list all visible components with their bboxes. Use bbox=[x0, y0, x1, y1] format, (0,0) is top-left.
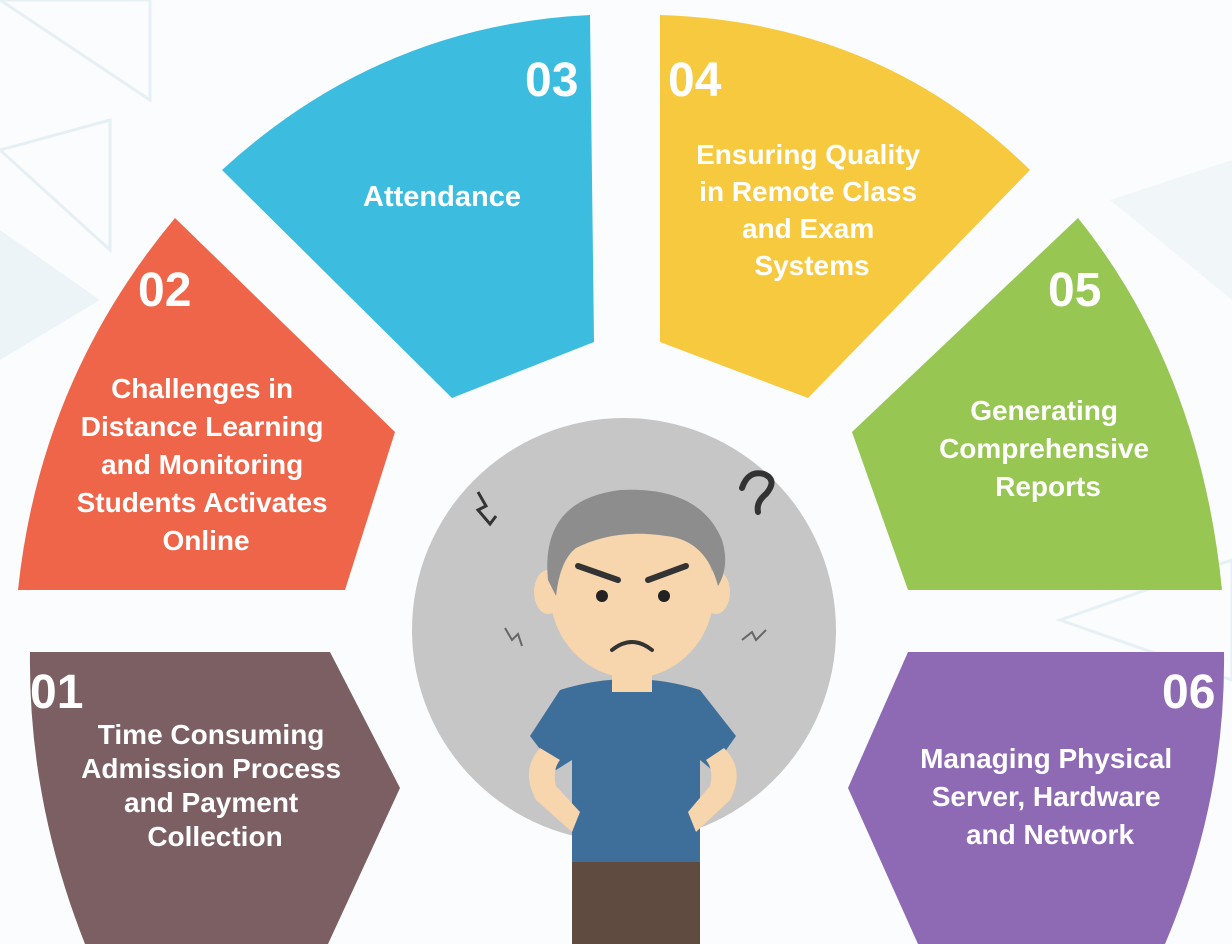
segment-03: 03 Attendance bbox=[222, 15, 594, 398]
segment-01-number: 01 bbox=[30, 666, 83, 719]
confused-man-illustration bbox=[412, 418, 836, 944]
left-arm bbox=[528, 748, 580, 832]
right-ear bbox=[702, 570, 730, 614]
right-eyebrow bbox=[645, 563, 689, 583]
segment-05-shape bbox=[852, 218, 1222, 590]
segment-06-shape bbox=[848, 652, 1225, 944]
segment-01: 01 Time Consuming Admission Process and … bbox=[29, 652, 401, 944]
segment-04-number: 04 bbox=[668, 54, 722, 107]
squiggle-icon bbox=[475, 491, 498, 527]
squiggle-icon bbox=[504, 627, 523, 647]
right-arm bbox=[688, 748, 737, 832]
segment-02-shape bbox=[18, 218, 395, 590]
left-eye bbox=[596, 590, 608, 602]
segment-06-label: Managing Physical Server, Hardware and N… bbox=[920, 743, 1180, 850]
segment-02: 02 Challenges in Distance Learning and M… bbox=[18, 218, 395, 590]
segment-04-label: Ensuring Quality in Remote Class and Exa… bbox=[696, 139, 928, 281]
segment-03-label: Attendance bbox=[363, 181, 521, 213]
segment-01-label: Time Consuming Admission Process and Pay… bbox=[81, 719, 349, 852]
segment-05-label: Generating Comprehensive Reports bbox=[939, 395, 1157, 502]
hair bbox=[547, 489, 726, 596]
segment-01-shape bbox=[29, 652, 401, 944]
segment-04-shape bbox=[660, 15, 1030, 398]
segment-05: 05 Generating Comprehensive Reports bbox=[852, 218, 1222, 590]
segment-03-shape bbox=[222, 15, 594, 398]
segment-06-number: 06 bbox=[1162, 666, 1215, 719]
segment-03-number: 03 bbox=[525, 54, 578, 107]
question-mark-icon bbox=[739, 470, 775, 515]
right-eye bbox=[658, 590, 670, 602]
pants bbox=[572, 852, 700, 944]
mouth bbox=[610, 640, 654, 652]
segment-06: 06 Managing Physical Server, Hardware an… bbox=[848, 652, 1225, 944]
segment-02-number: 02 bbox=[138, 264, 191, 317]
background-pattern bbox=[0, 0, 1232, 682]
shirt bbox=[530, 679, 736, 862]
segment-04: 04 Ensuring Quality in Remote Class and … bbox=[660, 15, 1030, 398]
segment-02-label: Challenges in Distance Learning and Moni… bbox=[77, 373, 336, 556]
head bbox=[550, 506, 714, 678]
left-eyebrow bbox=[575, 563, 621, 583]
squiggle-icon bbox=[741, 629, 767, 642]
segment-05-number: 05 bbox=[1048, 264, 1101, 317]
